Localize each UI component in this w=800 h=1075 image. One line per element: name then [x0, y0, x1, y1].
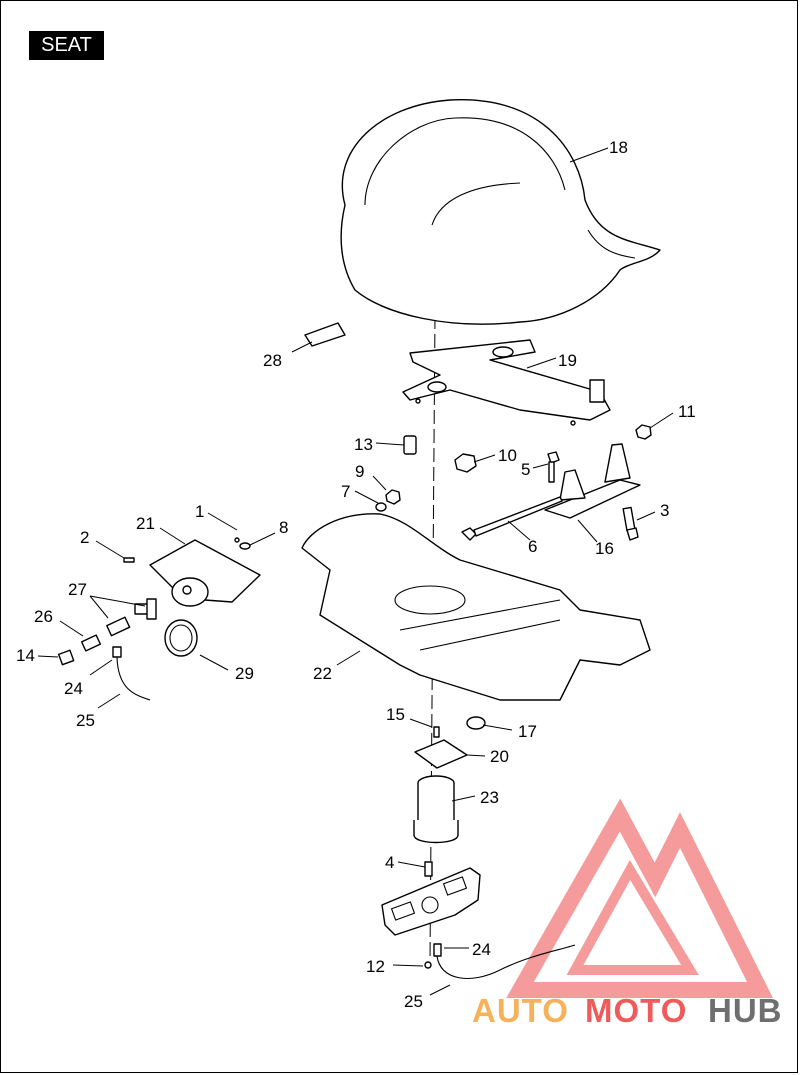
base-tray-part: [301, 513, 651, 701]
long-bolt-part: [461, 496, 563, 541]
seat-bracket-part: [402, 339, 611, 426]
tee-fitting-part: [106, 598, 157, 637]
callout-2: 2: [80, 528, 89, 547]
assembly-axis: [429, 314, 436, 961]
lower-bracket-part: [381, 867, 481, 936]
mount-plate-part: [414, 739, 468, 769]
callout-6: 6: [528, 537, 537, 556]
label-plate-part: [304, 322, 346, 347]
spring-4-part: [424, 861, 433, 877]
air-spring-part: [413, 775, 459, 844]
watermark-auto: AUTO: [472, 992, 569, 1029]
watermark-hub: HUB: [708, 992, 783, 1029]
watermark-moto: MOTO: [585, 992, 687, 1029]
callout-29: 29: [235, 664, 254, 683]
callout-24-bottom: 24: [472, 940, 491, 959]
callout-19: 19: [558, 351, 577, 370]
callout-10: 10: [498, 446, 517, 465]
callout-15: 15: [386, 705, 405, 724]
cap-14-part: [57, 649, 75, 666]
callout-25-left: 25: [76, 711, 95, 730]
hose-fitting-bottom-part: [433, 943, 442, 957]
callout-24-left: 24: [64, 679, 83, 698]
nut-9-part: [385, 489, 401, 505]
callout-12: 12: [366, 957, 385, 976]
fitting-26-part: [80, 634, 102, 652]
hose-fitting-left-part: [112, 646, 122, 658]
callout-14: 14: [16, 646, 35, 665]
rear-bracket-part: [544, 443, 641, 519]
callout-28: 28: [263, 351, 282, 370]
bolt-part: [547, 451, 560, 483]
callout-3: 3: [660, 501, 669, 520]
air-hose-left-part: [116, 656, 151, 701]
callout-16: 16: [595, 539, 614, 558]
o-ring-part: [466, 716, 486, 730]
callout-25-bottom: 25: [404, 992, 423, 1011]
callout-23: 23: [480, 788, 499, 807]
callout-22: 22: [313, 664, 332, 683]
callout-26: 26: [34, 607, 53, 626]
seat-part: [340, 99, 661, 325]
callout-4: 4: [385, 853, 394, 872]
nut-12-part: [424, 961, 432, 969]
callout-1: 1: [195, 502, 204, 521]
bolt-3-part: [622, 506, 639, 541]
pressure-gauge-part: [164, 619, 198, 657]
callout-5: 5: [521, 460, 530, 479]
callout-9: 9: [355, 462, 364, 481]
small-nut-part: [635, 424, 652, 440]
callout-13: 13: [354, 435, 373, 454]
watermark-logo: [506, 798, 773, 998]
callout-11: 11: [678, 402, 696, 421]
callout-27: 27: [68, 580, 87, 599]
nut-part: [454, 453, 477, 473]
leader-lines: [37, 147, 674, 996]
screw-2-part: [123, 557, 135, 563]
callout-17: 17: [518, 722, 537, 741]
gauge-bracket-part: [149, 537, 261, 607]
screw-15-part: [433, 726, 440, 738]
watermark-text: AUTO MOTO HUB: [472, 992, 783, 1029]
spacer-part: [403, 435, 417, 455]
callout-18: 18: [609, 138, 628, 157]
washer-7-part: [375, 502, 387, 512]
page-title: SEAT: [29, 31, 104, 60]
air-hose-bottom-part: [436, 944, 576, 980]
callout-20: 20: [490, 747, 509, 766]
callout-21: 21: [136, 514, 155, 533]
callout-8: 8: [279, 518, 288, 537]
callout-7: 7: [341, 482, 350, 501]
